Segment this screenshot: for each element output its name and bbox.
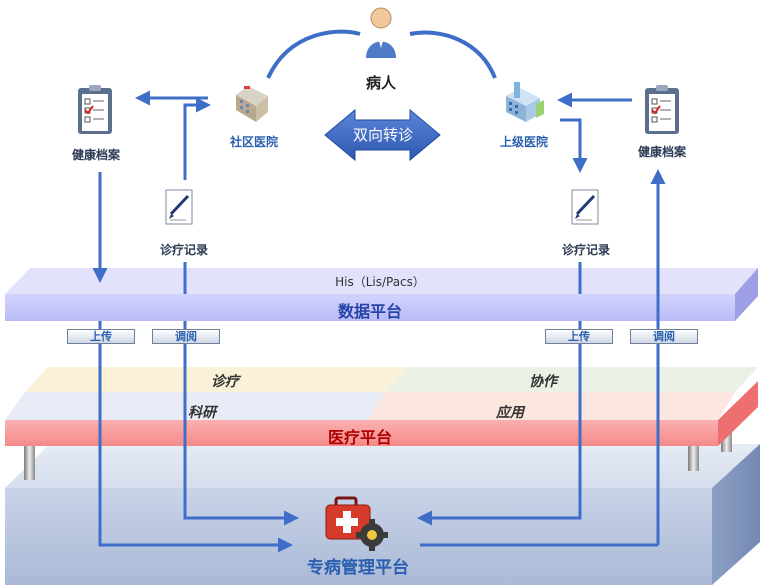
upper-hospital-icon: [506, 82, 544, 122]
right-pen-paper-icon: [571, 189, 599, 225]
data-platform-layer: [5, 268, 758, 321]
left-retrieve-tag: 调阅: [152, 329, 220, 344]
medical-platform-title: 医疗平台: [327, 428, 393, 447]
right-retrieve-tag: 调阅: [630, 329, 698, 344]
data-platform-subtitle: His（Lis/Pacs）: [335, 275, 425, 289]
community-hospital-label: 社区医院: [229, 135, 279, 149]
module-collaboration: 协作: [529, 374, 557, 390]
data-platform-title: 数据平台: [337, 302, 403, 321]
right-treatment-record-label: 诊疗记录: [561, 243, 611, 257]
community-hospital-icon: [236, 86, 268, 122]
patient-upper-arc: [409, 30, 497, 79]
left-upload-tag: 上传: [67, 329, 135, 344]
right-clipboard-icon: [645, 85, 679, 134]
specialty-platform-title: 专病管理平台: [307, 558, 409, 578]
flow-arrows: [92, 90, 666, 553]
module-application: 应用: [496, 405, 524, 421]
left-health-record-label: 健康档案: [71, 148, 121, 162]
medical-platform-layer: [5, 367, 758, 446]
medical-kit-gear-icon: [325, 496, 388, 551]
referral-label: 双向转诊: [352, 126, 414, 144]
patient-icon: [366, 7, 396, 58]
module-research: 科研: [188, 405, 216, 421]
right-upload-tag: 上传: [545, 329, 613, 344]
patient-community-arc: [266, 29, 361, 79]
patient-label: 病人: [365, 74, 397, 92]
upper-hospital-label: 上级医院: [499, 135, 549, 149]
left-treatment-record-label: 诊疗记录: [159, 243, 209, 257]
right-health-record-label: 健康档案: [637, 145, 687, 159]
left-clipboard-icon: [78, 85, 112, 134]
left-pen-paper-icon: [165, 189, 193, 225]
module-diagnosis: 诊疗: [211, 374, 239, 390]
platform-support-posts: [24, 432, 732, 480]
referral-double-arrow: [324, 108, 441, 162]
